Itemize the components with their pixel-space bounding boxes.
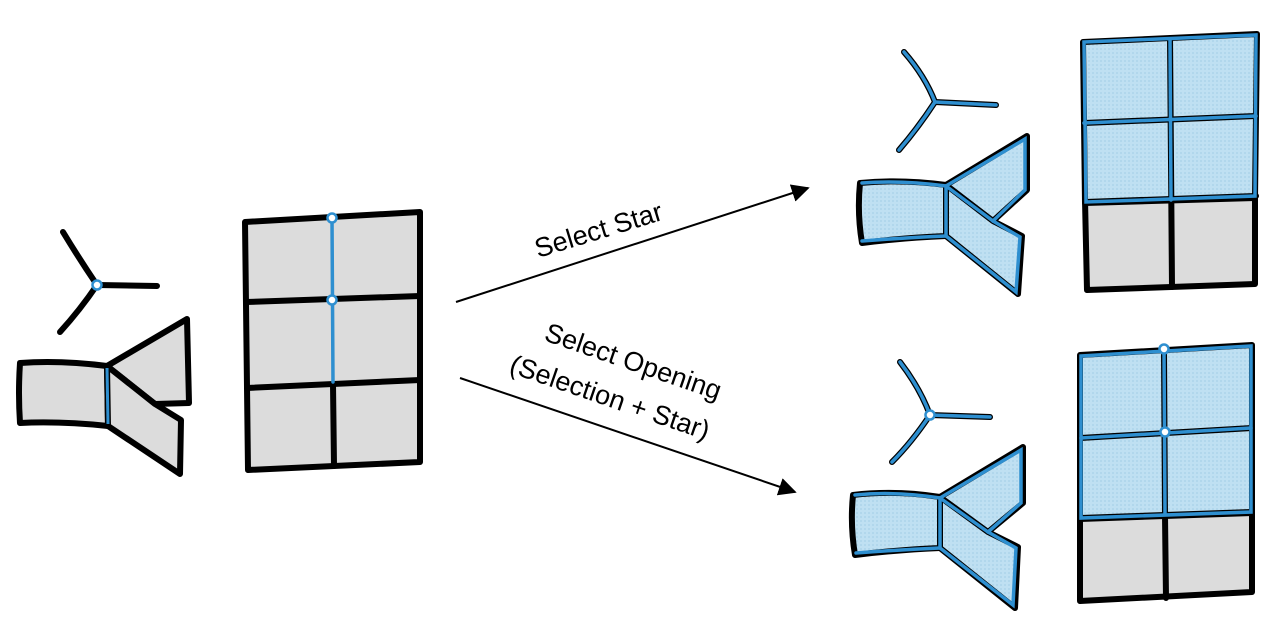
top-right-star-icon <box>896 49 999 153</box>
arrow-select-star <box>455 184 810 303</box>
vertex-icon <box>326 294 338 306</box>
vertex-icon <box>924 409 936 421</box>
bottom-right-grid-mesh-icon <box>1077 342 1255 604</box>
arrow-select-opening <box>459 377 797 496</box>
vertex-icon <box>1158 343 1170 355</box>
bottom-right-star-icon <box>889 359 993 465</box>
top-right-flap-mesh-icon <box>855 133 1030 297</box>
left-grid-mesh-icon <box>242 209 423 473</box>
arrow-icon <box>459 377 797 496</box>
left-flap-mesh-icon <box>16 316 192 477</box>
vertex-icon <box>326 212 338 224</box>
vertex-icon <box>1159 426 1171 438</box>
label-select-star: Select Star <box>531 196 666 263</box>
arrow-icon <box>455 184 810 303</box>
top-right-grid-mesh-icon <box>1080 31 1260 293</box>
left-star-icon <box>57 229 160 335</box>
bottom-right-flap-mesh-icon <box>848 444 1026 611</box>
vertex-icon <box>91 279 103 291</box>
